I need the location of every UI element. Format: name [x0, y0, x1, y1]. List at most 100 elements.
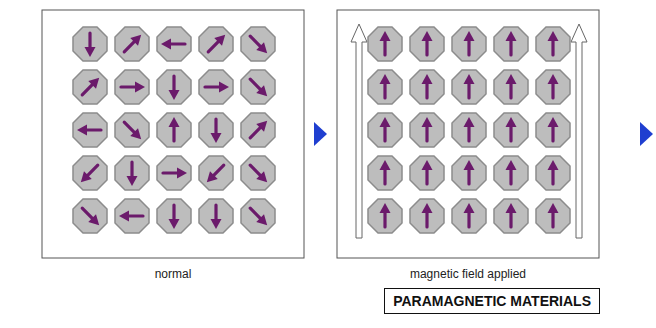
dipole-arrow: [548, 160, 559, 184]
dipole-arrow: [464, 74, 475, 98]
dipole-cell: [368, 199, 402, 233]
dipole-cell: [410, 113, 444, 147]
dipole-arrow: [246, 161, 271, 186]
dipole-arrow: [548, 117, 559, 141]
dipole-arrow: [77, 125, 101, 136]
dipole-arrow: [464, 31, 475, 55]
dipole-cell: [157, 156, 191, 190]
dipole-arrow: [161, 39, 185, 50]
dipole-cell: [199, 70, 233, 104]
dipole-cell: [536, 199, 570, 233]
dipole-cell: [157, 113, 191, 147]
dipole-arrow: [211, 119, 222, 143]
dipole-cell: [115, 156, 149, 190]
title-text: PARAMAGNETIC MATERIALS: [393, 293, 591, 309]
dipole-cell: [157, 27, 191, 61]
dipole-cell: [73, 70, 107, 104]
panel-caption: normal: [155, 267, 192, 281]
dipole-arrow: [506, 160, 517, 184]
dipole-arrow: [78, 74, 103, 99]
next-triangle: [640, 122, 653, 146]
dipole-cell: [241, 156, 275, 190]
dipole-arrow: [246, 75, 271, 100]
dipole-cell: [494, 156, 528, 190]
dipole-cell: [494, 70, 528, 104]
dipole-arrow: [85, 33, 96, 57]
dipole-arrow: [78, 204, 103, 229]
dipole-cell: [157, 70, 191, 104]
dipole-cell: [536, 27, 570, 61]
panel-frame: [337, 10, 599, 258]
dipole-cell: [452, 156, 486, 190]
dipole-cell: [368, 70, 402, 104]
dipole-cell: [494, 199, 528, 233]
dipole-arrow: [548, 203, 559, 227]
dipole-cell: [241, 113, 275, 147]
dipole-cell: [368, 156, 402, 190]
dipole-cell: [410, 70, 444, 104]
dipole-cell: [157, 199, 191, 233]
dipole-arrow: [422, 203, 433, 227]
dipole-arrow: [169, 205, 180, 229]
dipole-arrow: [380, 160, 391, 184]
dipole-arrow: [380, 203, 391, 227]
dipole-arrow: [506, 31, 517, 55]
dipole-cell: [73, 156, 107, 190]
dipole-cell: [494, 27, 528, 61]
title-box: PARAMAGNETIC MATERIALS: [384, 288, 600, 314]
dipole-arrow: [246, 204, 271, 229]
dipole-arrow: [464, 117, 475, 141]
panel-caption: magnetic field applied: [410, 267, 526, 281]
dipole-arrow: [380, 117, 391, 141]
dipole-cell: [241, 70, 275, 104]
dipole-arrow: [119, 211, 143, 222]
dipole-cell: [494, 113, 528, 147]
dipole-arrow: [422, 117, 433, 141]
next-triangle: [314, 122, 327, 146]
dipole-cell: [452, 70, 486, 104]
field-arrow: [351, 24, 587, 238]
dipole-arrow: [203, 161, 228, 186]
dipole-cell: [241, 199, 275, 233]
dipole-cell: [73, 199, 107, 233]
dipole-arrow: [120, 31, 145, 56]
dipole-cell: [410, 199, 444, 233]
dipole-cell: [536, 70, 570, 104]
dipole-arrow: [127, 162, 138, 186]
dipole-cell: [410, 156, 444, 190]
dipole-arrow: [422, 160, 433, 184]
dipole-arrow: [506, 117, 517, 141]
dipole-cell: [368, 27, 402, 61]
dipole-cell: [199, 156, 233, 190]
dipole-cell: [199, 27, 233, 61]
dipole-cell: [410, 27, 444, 61]
dipole-arrow: [380, 31, 391, 55]
dipole-cell: [199, 199, 233, 233]
dipole-arrow: [163, 168, 187, 179]
dipole-cell: [241, 27, 275, 61]
dipole-cell: [115, 70, 149, 104]
dipole-arrow: [246, 117, 271, 142]
dipole-cell: [536, 156, 570, 190]
dipole-arrow: [380, 74, 391, 98]
dipole-arrow: [169, 76, 180, 100]
panel-frame: [42, 10, 304, 258]
dipole-cell: [452, 27, 486, 61]
dipole-arrow: [205, 82, 229, 93]
dipole-cell: [199, 113, 233, 147]
dipole-cell: [73, 113, 107, 147]
dipole-cell: [452, 113, 486, 147]
dipole-arrow: [506, 203, 517, 227]
dipole-arrow: [77, 161, 102, 186]
dipole-arrow: [548, 74, 559, 98]
dipole-cell: [115, 27, 149, 61]
dipole-cell: [73, 27, 107, 61]
dipole-arrow: [121, 82, 145, 93]
dipole-arrow: [422, 74, 433, 98]
dipole-cell: [115, 199, 149, 233]
dipole-arrow: [464, 160, 475, 184]
dipole-arrow: [246, 32, 271, 57]
dipole-cell: [452, 199, 486, 233]
dipole-cell: [368, 113, 402, 147]
